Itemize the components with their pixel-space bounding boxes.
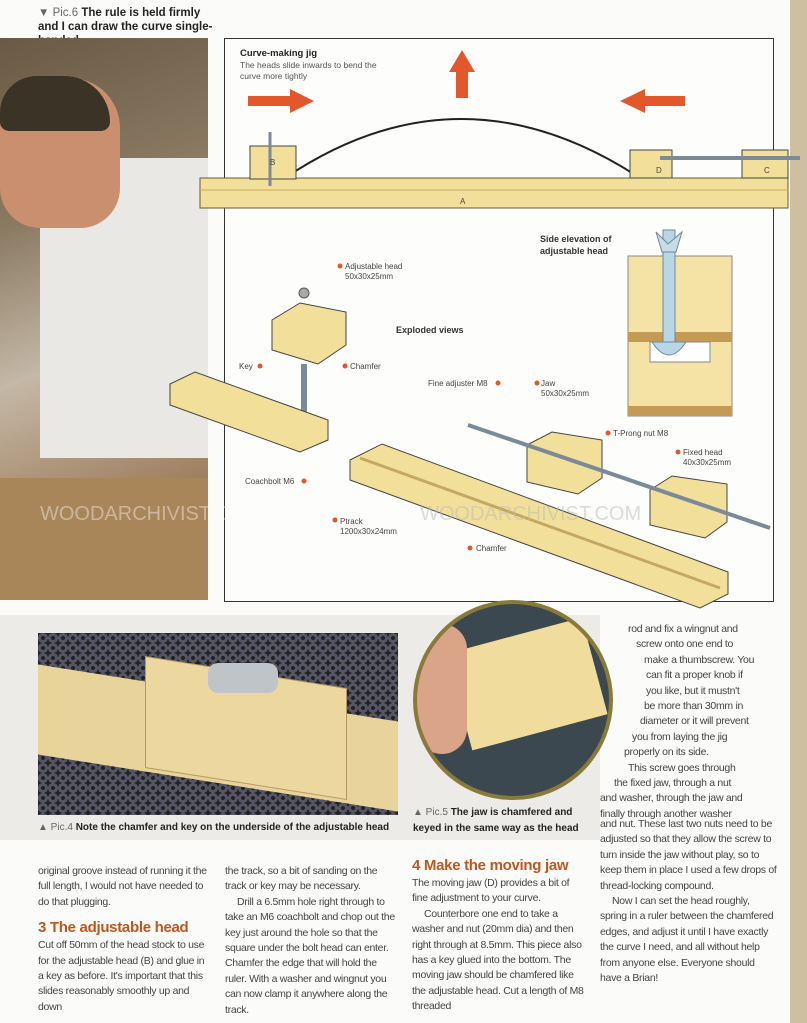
- label-jaw: Jaw 50x30x25mm: [541, 379, 590, 398]
- paragraph: and nut. These last two nuts need to be …: [600, 818, 777, 892]
- label-d: D: [656, 166, 662, 175]
- paragraph: the track, so a bit of sanding on the tr…: [225, 865, 378, 893]
- pic6-caption-text: The rule is held firmly and I can draw t…: [38, 7, 213, 47]
- exploded-jaw-d: [526, 431, 603, 495]
- finger-photo: [417, 624, 467, 754]
- pic4-caption: ▲ Pic.4 Note the chamfer and key on the …: [38, 820, 389, 836]
- jaw-d: [629, 149, 673, 179]
- column-2: the track, so a bit of sanding on the tr…: [225, 864, 397, 1018]
- head-b: [249, 145, 297, 180]
- paragraph: Now I can set the head roughly, spring i…: [600, 895, 774, 985]
- wrap-line: rod and fix a wingnut and: [628, 623, 738, 635]
- section-heading-3: 3 The adjustable head: [38, 919, 189, 937]
- column-4: and nut. These last two nuts need to be …: [600, 817, 778, 986]
- label-fine-adjuster: Fine adjuster M8: [428, 379, 488, 388]
- track-a: [199, 177, 789, 209]
- column-1: original groove instead of running it th…: [38, 864, 210, 1015]
- label-track: Ptrack 1200x30x24mm: [340, 517, 397, 536]
- pic5-caption: ▲ Pic.5 The jaw is chamfered and keyed i…: [413, 805, 588, 837]
- hair: [0, 76, 110, 131]
- pic5-photo: [413, 600, 613, 800]
- pic4-label: ▲ Pic.4: [38, 822, 73, 833]
- label-chamfer-head: Chamfer: [350, 362, 381, 371]
- column-3: 4 Make the moving jaw The moving jaw (D)…: [412, 856, 584, 1015]
- wrap-line: make a thumbscrew. You: [644, 653, 755, 666]
- wrap-line: can fit a proper knob if: [646, 669, 743, 682]
- wrap-line: screw onto one end to: [636, 638, 734, 651]
- wrap-line: finally through another washer: [600, 807, 732, 820]
- leader-dots: [257, 263, 681, 551]
- arrows: [248, 50, 685, 113]
- pic6-label: ▼ Pic.6: [38, 7, 79, 19]
- wrap-line: you from laying the jig: [632, 730, 728, 743]
- pic6-photo: [0, 38, 208, 600]
- wrap-text: rod and fix a wingnut and screw onto one…: [600, 622, 780, 822]
- label-chamfer-track: Chamfer: [476, 544, 507, 553]
- page-edge-strip: [790, 0, 807, 1023]
- exploded-head-b: [271, 302, 347, 365]
- bench: [0, 478, 208, 600]
- jig-illustration: WOODARCHIVIST.COM WOODARCHIVIST.COM: [40, 50, 800, 609]
- wrap-line: and washer, through the jaw and: [600, 792, 743, 805]
- head-c: [741, 149, 789, 179]
- exploded-fixed-head-c: [649, 475, 728, 539]
- label-tprong: T-Prong nut M8: [613, 429, 669, 438]
- label-c: C: [764, 166, 770, 175]
- wingnut-photo: [208, 663, 278, 693]
- wrap-line: you like, but it mustn't: [646, 684, 740, 697]
- jaw-photo: [446, 617, 608, 751]
- wingnut-icon: [655, 230, 683, 253]
- diagram-subtitle: The heads slide inwards to bend the curv…: [240, 60, 377, 81]
- label-fixed-head: Fixed head 40x30x25mm: [683, 448, 732, 467]
- paragraph: Counterbore one end to take a washer and…: [412, 907, 584, 1013]
- wrap-line: properly on its side.: [624, 746, 709, 759]
- label-key: Key: [239, 362, 253, 371]
- label-adjustable-head: Adjustable head 50x30x25mm: [345, 262, 403, 281]
- label-b: B: [270, 158, 276, 167]
- exploded-track-main: [349, 443, 729, 609]
- watermark-photo: WOODARCHIVIST.COM: [40, 503, 261, 525]
- threaded-rod: [467, 423, 771, 530]
- wrap-line: diameter or it will prevent: [640, 715, 749, 728]
- pic5-label: ▲ Pic.5: [413, 807, 448, 818]
- arrow-left-icon: [620, 89, 685, 113]
- exploded-track-left: [169, 371, 329, 453]
- paragraph: The moving jaw (D) provides a bit of fin…: [412, 877, 570, 905]
- arrow-right-icon: [248, 89, 314, 113]
- label-coachbolt: Coachbolt M6: [245, 477, 295, 486]
- pic4-caption-text: Note the chamfer and key on the undersid…: [75, 822, 390, 833]
- paragraph: original groove instead of running it th…: [38, 865, 207, 908]
- wrap-line: be more than 30mm in: [644, 700, 744, 713]
- paragraph: Cut off 50mm of the head stock to use fo…: [38, 939, 205, 1013]
- pic6-caption: ▼ Pic.6 The rule is held firmly and I ca…: [38, 6, 218, 48]
- curved-rule: [284, 118, 641, 179]
- arrow-up-icon: [449, 50, 475, 98]
- section-heading-4: 4 Make the moving jaw: [412, 857, 569, 874]
- paragraph: Drill a 6.5mm hole right through to take…: [225, 895, 395, 1016]
- exploded-views-title: Exploded views: [396, 325, 464, 335]
- watermark: WOODARCHIVIST.COM: [420, 503, 641, 525]
- diagram-title: Curve-making jig: [240, 48, 318, 59]
- wrap-line: This screw goes through: [628, 761, 736, 774]
- pic5-caption-text: The jaw is chamfered and keyed in the sa…: [413, 807, 579, 834]
- side-elevation-title: Side elevation of adjustable head: [540, 234, 612, 256]
- pic4-photo: [38, 633, 398, 815]
- label-a: A: [460, 197, 466, 206]
- wrap-line: the fixed jaw, through a nut: [614, 777, 732, 790]
